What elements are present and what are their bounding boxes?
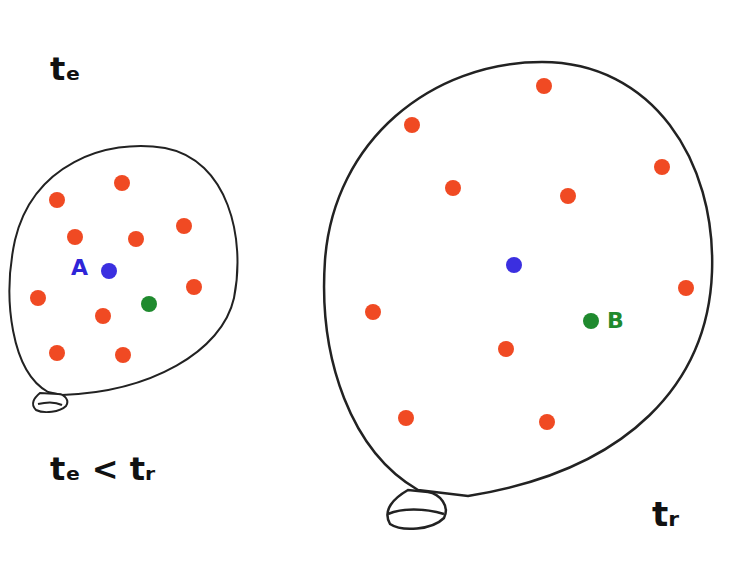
balloon-knot [387,490,445,529]
balloon-outline [324,62,712,496]
large-balloon [324,62,712,529]
galaxy-dots [30,78,694,430]
time-label: tᵣ [652,496,679,533]
knot-line [38,403,62,405]
point-label: A [71,256,88,280]
balloon-outline [10,146,238,395]
marked-dots [101,257,599,329]
time-label: tₑ [50,52,81,87]
knot-line [388,510,444,515]
small-balloon [10,146,238,412]
time-comparison: tₑ < tᵣ [50,452,155,487]
balloon-knot [33,393,67,412]
point-label: B [607,309,624,333]
